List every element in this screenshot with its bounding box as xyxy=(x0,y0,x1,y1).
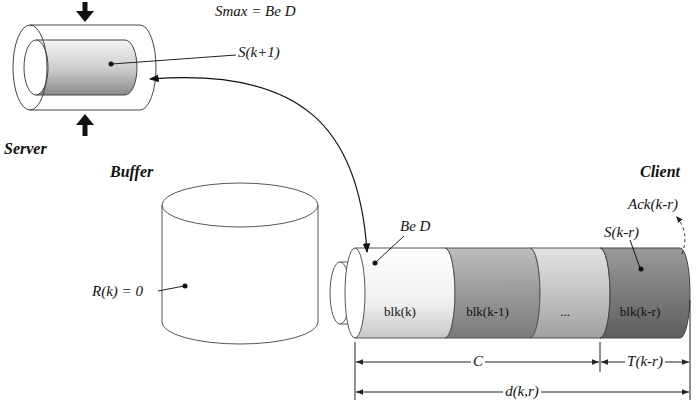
transfer-arrow xyxy=(150,78,367,252)
callout-label: S(k+1) xyxy=(238,44,280,61)
block-segment: blk(k) xyxy=(355,248,445,338)
block-label: blk(k-r) xyxy=(600,248,680,320)
node-heading: Buffer xyxy=(110,163,153,181)
block-segment: blk(k-r) xyxy=(600,248,680,338)
block-label: ... xyxy=(530,248,600,320)
block-label: blk(k-1) xyxy=(445,248,530,320)
dimension-label: C xyxy=(471,353,485,370)
dimension-label: d(k,r) xyxy=(503,383,541,400)
callout-label: S(k-r) xyxy=(604,224,639,241)
ack-label: Ack(k-r) xyxy=(628,196,678,213)
block-label: blk(k) xyxy=(355,248,445,320)
block-segment: blk(k-1) xyxy=(445,248,530,338)
buffer-cylinder: Buffer xyxy=(162,183,318,343)
callout-label: R(k) = 0 xyxy=(92,283,143,300)
server-cylinder: Server xyxy=(8,22,158,114)
formula-label: Smax = Be D xyxy=(215,3,296,20)
node-heading: Server xyxy=(4,140,47,158)
role-heading: Client xyxy=(640,163,680,181)
block-segment: ... xyxy=(530,248,600,338)
dimension-label: T(k-r) xyxy=(625,353,665,370)
callout-label: Be D xyxy=(400,218,430,235)
